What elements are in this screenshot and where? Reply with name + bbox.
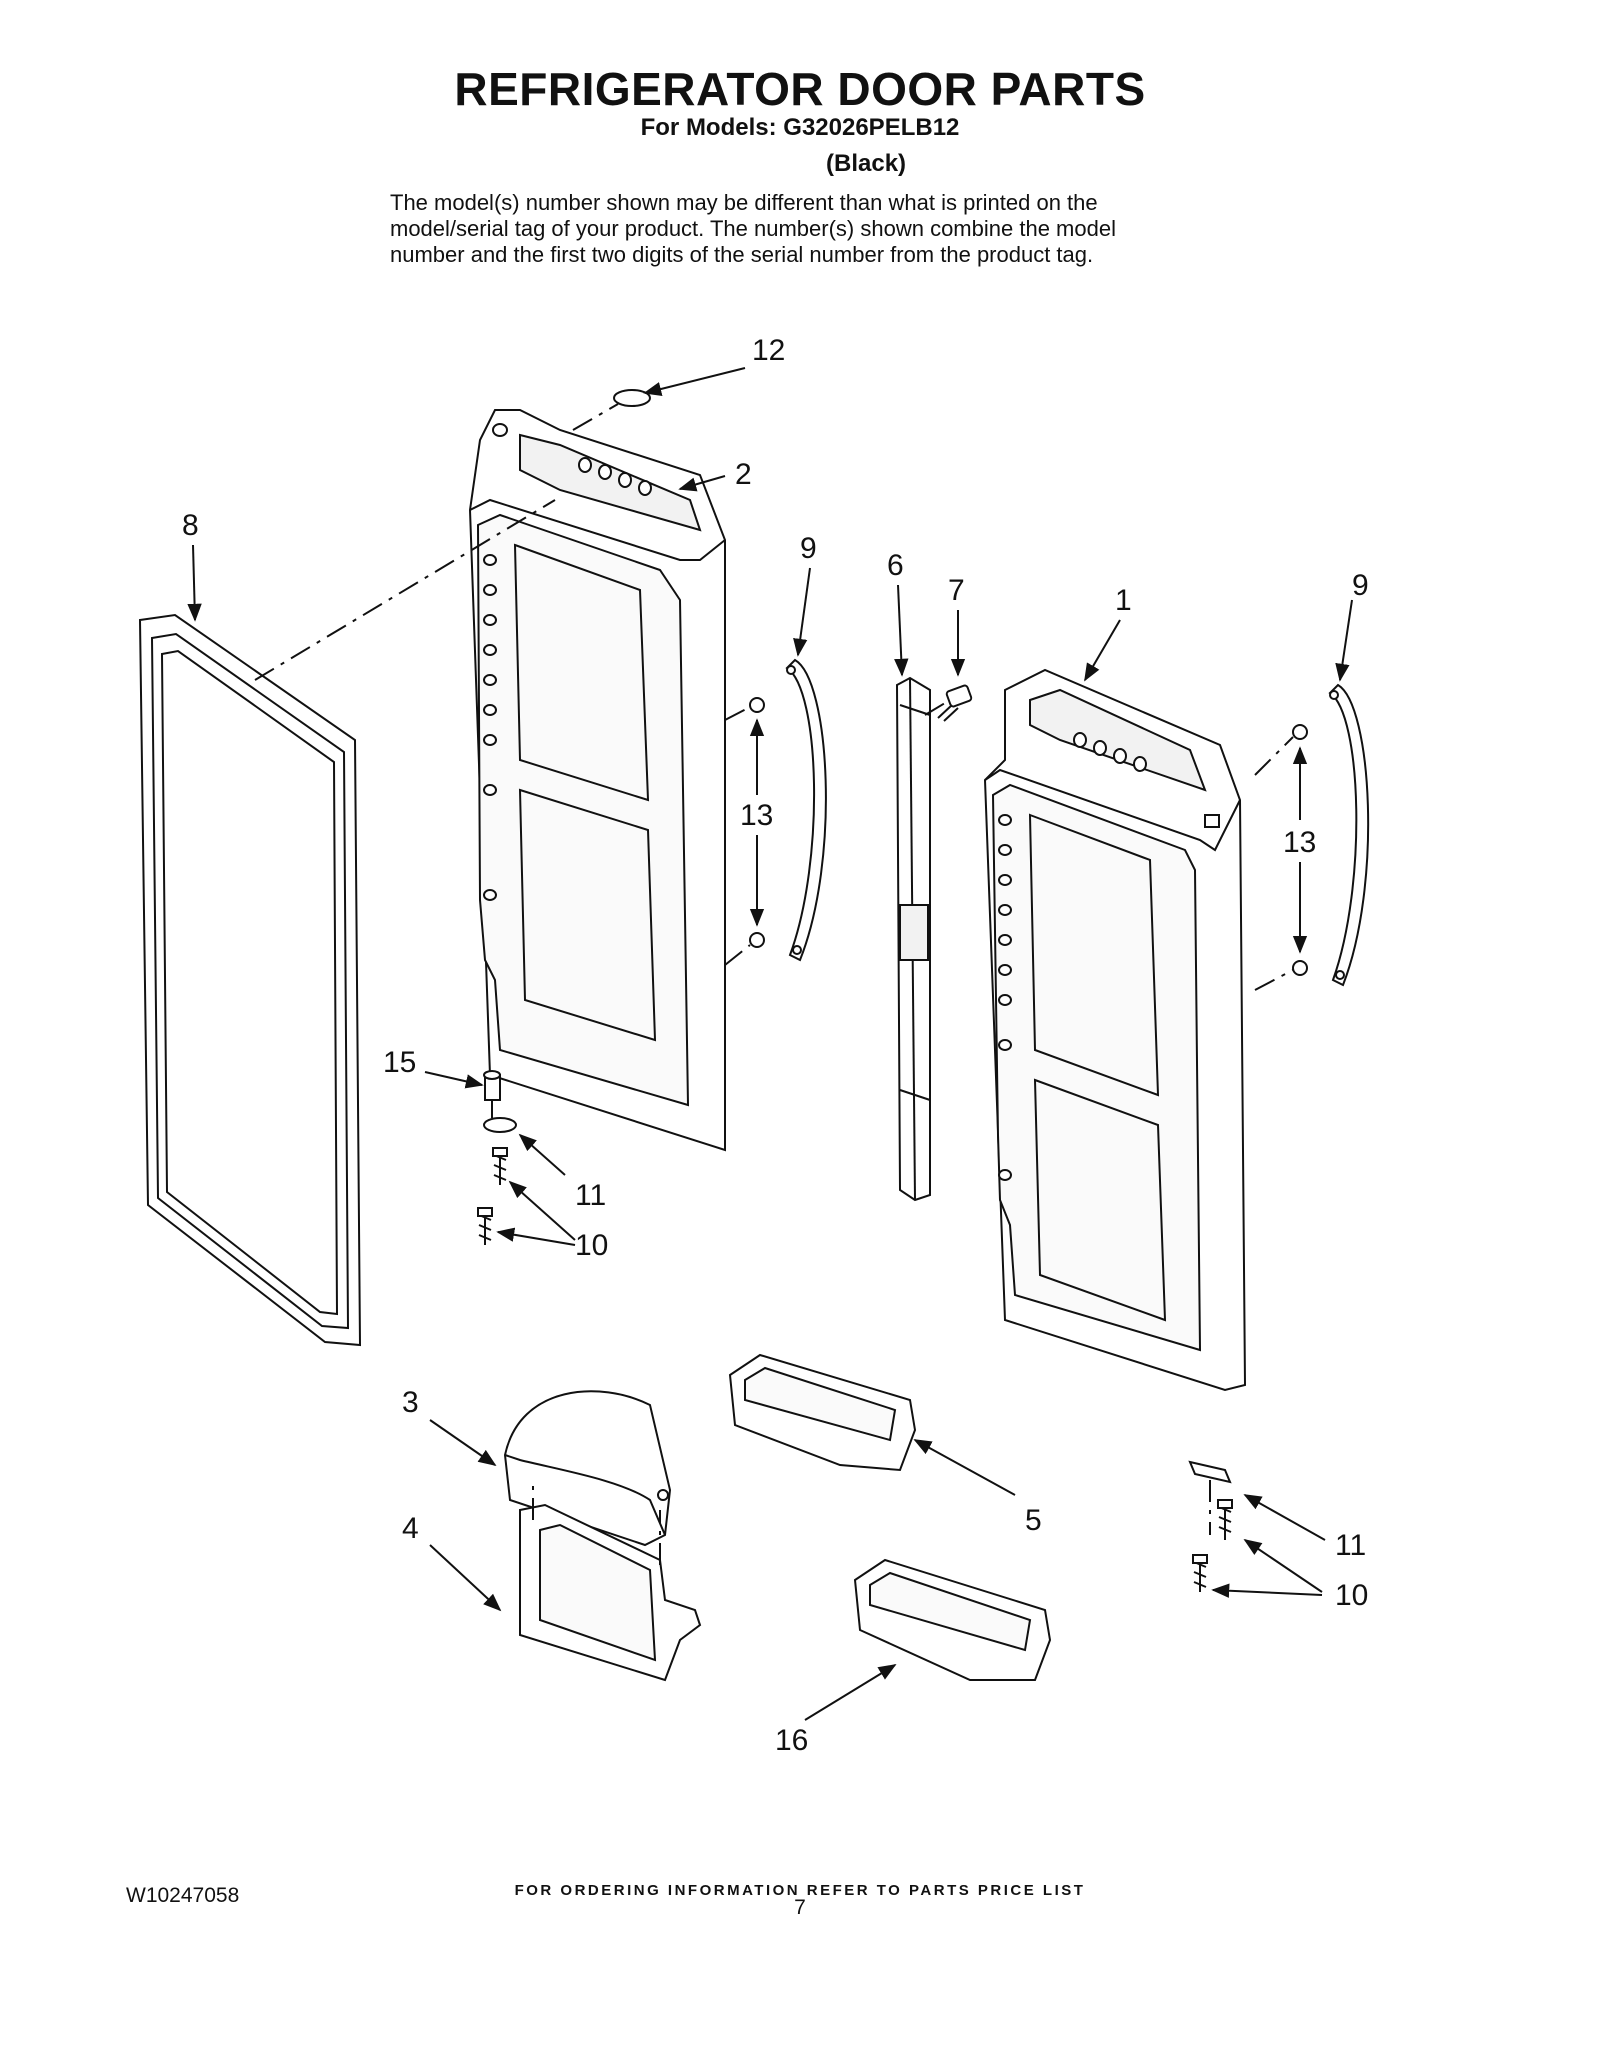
models-line: For Models: G32026PELB12 [640, 114, 960, 141]
ordering-note: FOR ORDERING INFORMATION REFER TO PARTS … [514, 1882, 1086, 1899]
left-door-handle [785, 658, 827, 962]
color-variant: (Black) [826, 150, 907, 177]
handle-studs [749, 697, 1308, 976]
callout-6: 6 [887, 549, 904, 582]
callout-1: 1 [1115, 584, 1132, 617]
callout-8: 8 [182, 509, 199, 542]
callout-3: 3 [402, 1386, 419, 1419]
door-bin-lower [853, 1558, 1052, 1681]
right-door-handle [1328, 683, 1370, 987]
callout-13-right: 13 [1283, 826, 1316, 859]
top-ring-seal [613, 389, 651, 407]
callout-11-left: 11 [575, 1179, 606, 1212]
document-number: W10247058 [126, 1884, 240, 1907]
left-door [468, 409, 726, 1152]
leader-arrows [187, 367, 1353, 1721]
callout-7: 7 [948, 574, 965, 607]
left-hinge-hardware [477, 1070, 517, 1245]
door-gasket [138, 613, 362, 1347]
callout-15: 15 [383, 1046, 416, 1079]
note-line: The model(s) number shown may be differe… [390, 190, 1098, 215]
callout-12: 12 [752, 334, 785, 367]
callout-11-right: 11 [1335, 1529, 1366, 1562]
page-title: REFRIGERATOR DOOR PARTS [454, 63, 1146, 115]
note-line: model/serial tag of your product. The nu… [390, 216, 1116, 241]
callout-4: 4 [402, 1512, 419, 1545]
right-door [983, 668, 1247, 1392]
callout-13-left: 13 [740, 799, 773, 832]
note-line: number and the first two digits of the s… [390, 242, 1094, 267]
model-note: The model(s) number shown may be differe… [390, 190, 1250, 268]
assembly-lines [254, 403, 1294, 1565]
mullion-screw [937, 684, 973, 722]
right-hinge-hardware [1188, 1460, 1233, 1592]
callout-10-left: 10 [575, 1229, 608, 1262]
page-number: 7 [794, 1896, 806, 1919]
callout-5: 5 [1025, 1504, 1042, 1537]
dairy-bin [519, 1503, 702, 1682]
door-bin-upper [728, 1353, 917, 1472]
callout-10-right: 10 [1335, 1579, 1368, 1612]
center-mullion [895, 676, 931, 1202]
callout-16: 16 [775, 1724, 808, 1757]
callout-9-left: 9 [800, 532, 817, 565]
callout-2: 2 [735, 458, 752, 491]
callout-9-right: 9 [1352, 569, 1369, 602]
